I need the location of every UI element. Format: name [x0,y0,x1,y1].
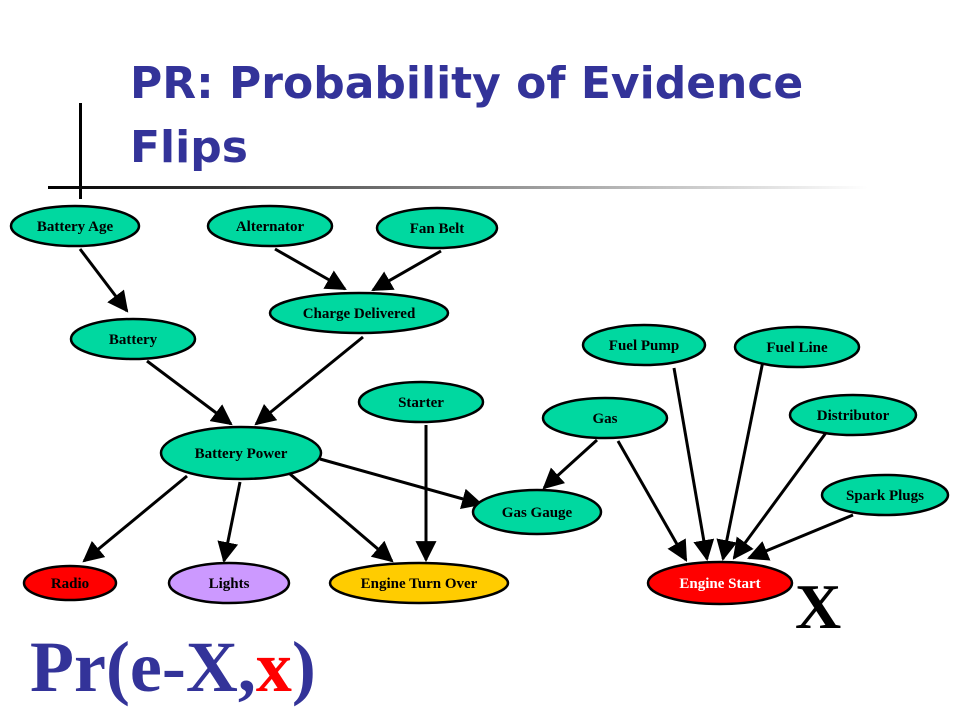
node-engine-turn-over: Engine Turn Over [328,561,510,605]
node-fuel-pump: Fuel Pump [581,323,707,367]
node-gas-label: Gas [592,411,617,427]
node-spark-plugs-ellipse [820,473,950,517]
node-fan-belt-label: Fan Belt [410,221,465,237]
node-starter-label: Starter [398,395,444,411]
node-lights: Lights [167,561,291,605]
title-accent-vertical-line [79,103,82,199]
query-variable-x: X [795,571,842,642]
edge-battery-age-to-battery [78,248,129,313]
node-engine-start: Engine Start [646,560,794,606]
node-battery-age-label: Battery Age [37,219,114,235]
edge-gas-to-gas-gauge [542,438,599,490]
node-engine-start-label: Engine Start [679,576,760,592]
node-spark-plugs-label: Spark Plugs [846,488,924,504]
formula-prefix: Pr(e-X, [30,627,256,707]
edge-battery-power-to-radio [82,474,188,563]
edge-alternator-to-charge-delivered [274,247,347,291]
node-gas-gauge-ellipse [471,488,603,536]
node-battery-age-ellipse [9,204,141,248]
node-charge-delivered: Charge Delivered [268,291,450,335]
title-line-1: PR: Probability of Evidence [130,58,804,109]
node-alternator-ellipse [206,204,334,248]
node-distributor-ellipse [788,393,918,437]
edges-layer [78,247,854,564]
node-starter-ellipse [357,380,485,424]
edge-charge-delivered-to-battery-power [254,335,364,426]
node-engine-turn-over-ellipse [328,561,510,605]
node-alternator: Alternator [206,204,334,248]
title-accent-horizontal-line [48,186,868,189]
node-fuel-line-ellipse [733,325,861,369]
node-engine-start-ellipse [646,560,794,606]
node-battery-power-ellipse [159,425,323,481]
node-lights-label: Lights [209,576,250,592]
node-fuel-pump-label: Fuel Pump [609,338,679,354]
node-battery-power: Battery Power [159,425,323,481]
node-starter: Starter [357,380,485,424]
node-battery: Battery [69,317,197,361]
node-radio-label: Radio [51,576,89,592]
node-distributor-label: Distributor [817,408,890,424]
edge-battery-power-to-engine-turn-over [289,472,394,563]
edge-fuel-pump-to-engine-start [672,367,715,562]
node-radio: Radio [22,564,118,602]
node-battery-power-label: Battery Power [195,446,288,462]
node-battery-label: Battery [109,332,158,348]
node-charge-delivered-label: Charge Delivered [303,306,416,322]
node-lights-ellipse [167,561,291,605]
edge-battery-power-to-lights [217,481,242,564]
node-battery-age: Battery Age [9,204,141,248]
node-fan-belt: Fan Belt [375,206,499,250]
node-gas-ellipse [541,396,669,440]
edge-fan-belt-to-charge-delivered [371,249,442,292]
node-gas-gauge: Gas Gauge [471,488,603,536]
node-charge-delivered-ellipse [268,291,450,335]
formula-variable: x [255,627,292,707]
node-fan-belt-ellipse [375,206,499,250]
edge-spark-plugs-to-engine-start [747,513,854,561]
title-line-2: Flips [130,122,248,173]
node-fuel-line: Fuel Line [733,325,861,369]
edge-fuel-line-to-engine-start [716,360,765,562]
node-spark-plugs: Spark Plugs [820,473,950,517]
probability-formula: Pr(e-X,x) [30,624,316,710]
node-radio-ellipse [22,564,118,602]
node-alternator-label: Alternator [236,219,305,235]
slide-title: PR: Probability of Evidence Flips [130,52,930,180]
node-fuel-line-label: Fuel Line [766,340,828,356]
edge-gas-to-engine-start [616,440,688,562]
edge-distributor-to-engine-start [732,429,830,560]
node-gas: Gas [541,396,669,440]
node-distributor: Distributor [788,393,918,437]
edge-battery-to-battery-power [146,359,233,426]
node-gas-gauge-label: Gas Gauge [502,505,573,521]
edge-battery-power-to-gas-gauge [319,457,484,510]
formula-suffix: ) [291,627,316,707]
node-fuel-pump-ellipse [581,323,707,367]
node-battery-ellipse [69,317,197,361]
node-engine-turn-over-label: Engine Turn Over [361,576,478,592]
